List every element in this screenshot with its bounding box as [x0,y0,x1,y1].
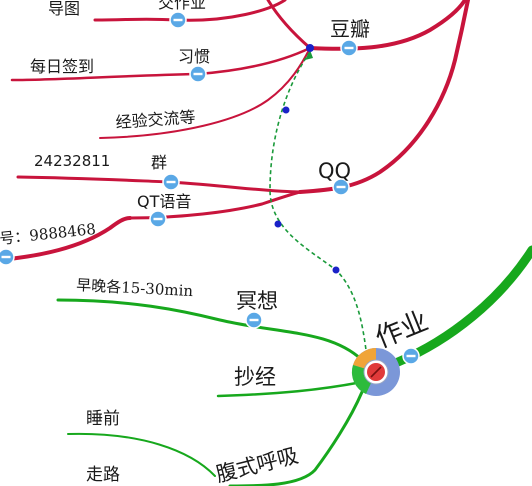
minus-circle-icon[interactable] [332,178,350,196]
node-qq[interactable]: QQ [318,159,351,183]
branch-qun [16,175,302,194]
node-shuiqian[interactable]: 睡前 [86,409,120,429]
branch-shuiqian [67,432,216,477]
node-qt-yuyin[interactable]: QT语音 [137,192,191,211]
branch-xiguan [10,46,312,82]
node-jingyanjiaoliu[interactable]: 经验交流等 [115,107,196,132]
minus-circle-icon[interactable] [189,65,207,83]
pie-needle [370,366,382,378]
minus-circle-icon[interactable] [402,347,420,365]
branch-jingyan [99,47,311,139]
node-zaowan[interactable]: 早晚各15-30min [76,276,194,300]
minus-circle-icon[interactable] [162,173,180,191]
node-fushi-huxi[interactable]: 腹式呼吸 [213,443,300,486]
relationship-link [269,44,367,351]
branch-qt [128,190,302,220]
link-dot[interactable] [274,220,282,228]
node-qun-number[interactable]: 24232811 [34,152,110,170]
branch-ditu-to-douban [266,0,312,50]
link-dot[interactable] [332,266,340,274]
node-qun[interactable]: 群 [151,153,167,172]
branch-mingxiang [56,298,364,362]
dashed-link-path [269,51,367,351]
node-mingxiang[interactable]: 冥想 [236,289,278,313]
node-chaojing[interactable]: 抄经 [234,365,276,389]
node-jiaozuoye[interactable]: 交作业 [158,0,206,12]
minus-circle-icon[interactable] [340,39,358,57]
node-douban[interactable]: 豆瓣 [330,17,370,41]
minus-circle-icon[interactable] [245,311,263,329]
branch-hao [0,216,132,262]
branch-chaojing [216,380,364,398]
minus-circle-icon[interactable] [169,11,187,29]
link-arrowhead [305,50,313,60]
node-ditu[interactable]: 导图 [48,0,80,18]
link-dot[interactable] [306,44,314,52]
red-branch-lines [0,0,470,262]
node-meiriqiandao[interactable]: 每日签到 [30,57,94,76]
node-xiguan[interactable]: 习惯 [178,47,210,66]
minus-circle-icon[interactable] [0,248,15,266]
minus-circle-icon[interactable] [149,210,167,228]
central-node-zuoye[interactable] [351,347,400,396]
collapse-buttons [0,11,420,365]
link-dot[interactable] [282,106,290,114]
node-zoulu[interactable]: 走路 [86,465,120,485]
